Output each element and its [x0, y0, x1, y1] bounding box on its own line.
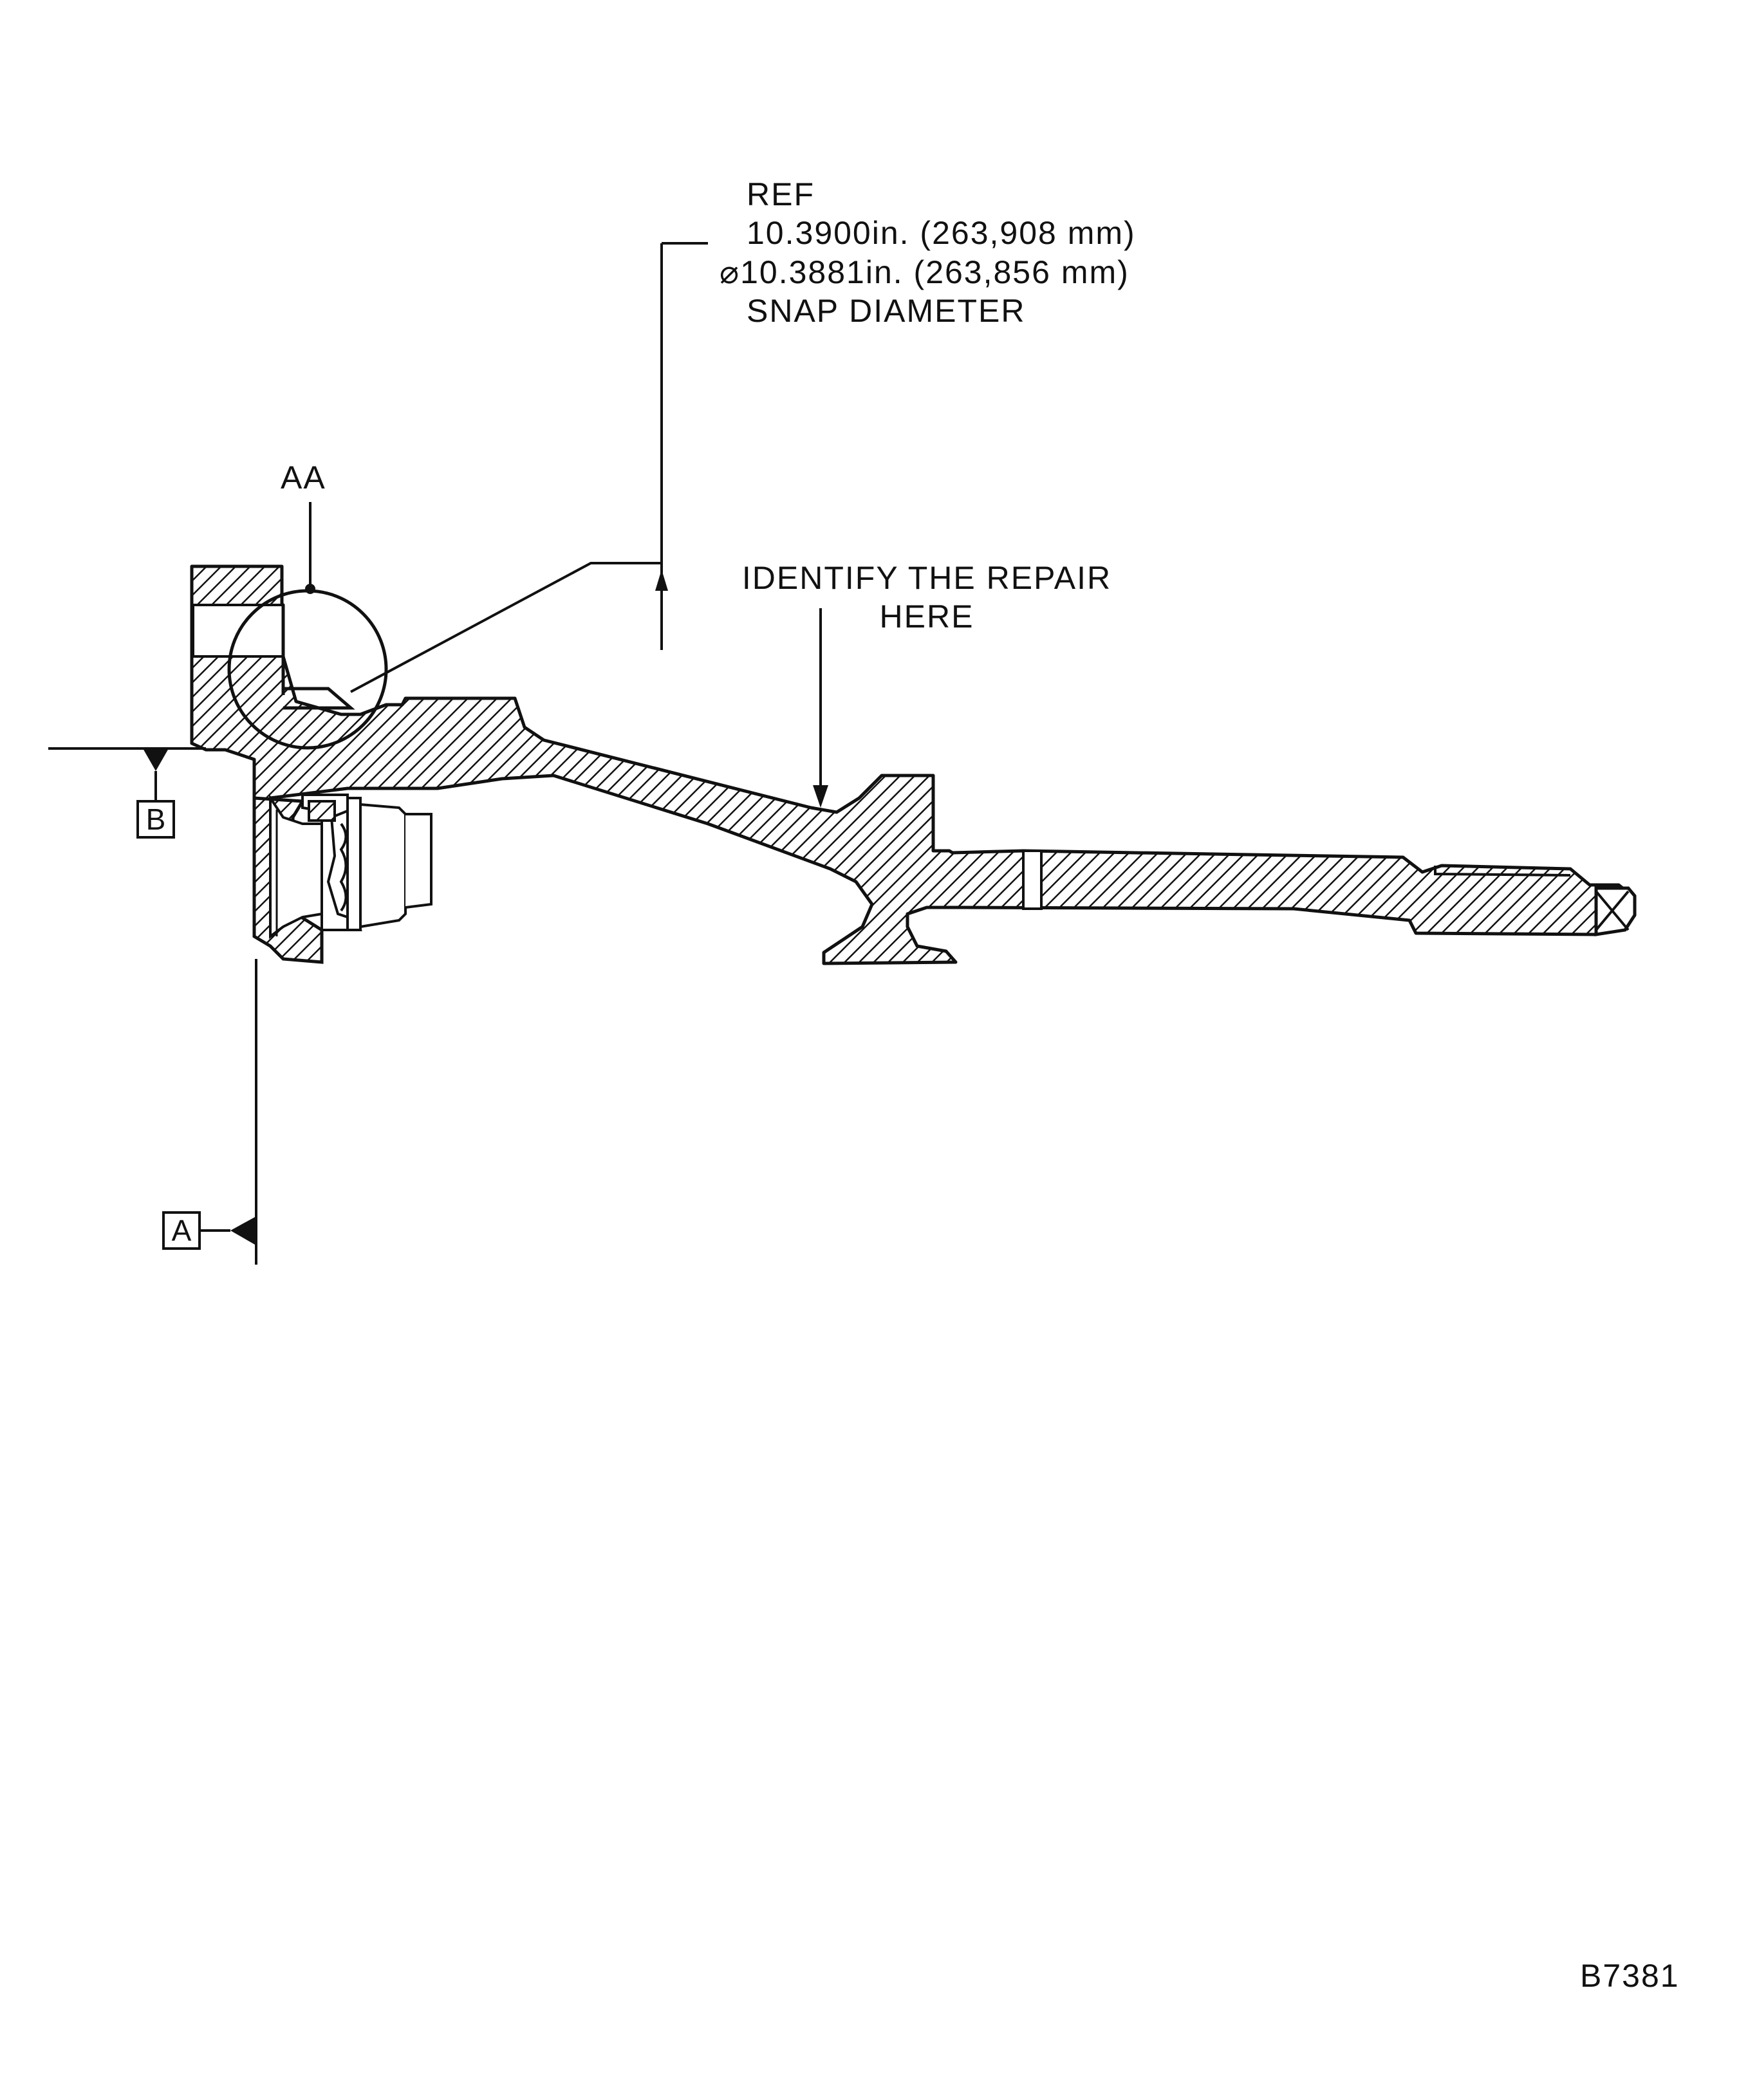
datum-a-box	[162, 1211, 201, 1250]
datum-b-box	[136, 800, 175, 839]
datum-a-label: A	[171, 1214, 192, 1247]
repair-note-line2: HERE	[879, 599, 974, 635]
datum-b-label: B	[145, 803, 166, 836]
dimension-max-label: 10.3900in. (263,908 mm)	[747, 215, 1136, 251]
web-slot	[1022, 850, 1043, 910]
datum-a-triangle	[230, 1216, 256, 1245]
dimension-min-label: ⌀10.3881in. (263,856 mm)	[720, 254, 1130, 290]
snap-diameter-leader	[350, 562, 663, 693]
snap-diameter-label: SNAP DIAMETER	[747, 293, 1026, 329]
datum-b-triangle	[143, 748, 169, 771]
detail-aa-label: AA	[281, 460, 326, 496]
detail-aa-step	[281, 605, 355, 710]
repair-note-line1: IDENTIFY THE REPAIR	[741, 560, 1112, 596]
figure-id: B7381	[1580, 1958, 1680, 1994]
right-end-step	[1434, 866, 1571, 877]
right-end-tip	[1594, 886, 1637, 936]
seal-assembly	[252, 794, 432, 964]
repair-arrow	[813, 785, 828, 808]
dimension-ref-label: REF	[747, 176, 815, 212]
snap-diameter-arrow	[655, 570, 668, 591]
